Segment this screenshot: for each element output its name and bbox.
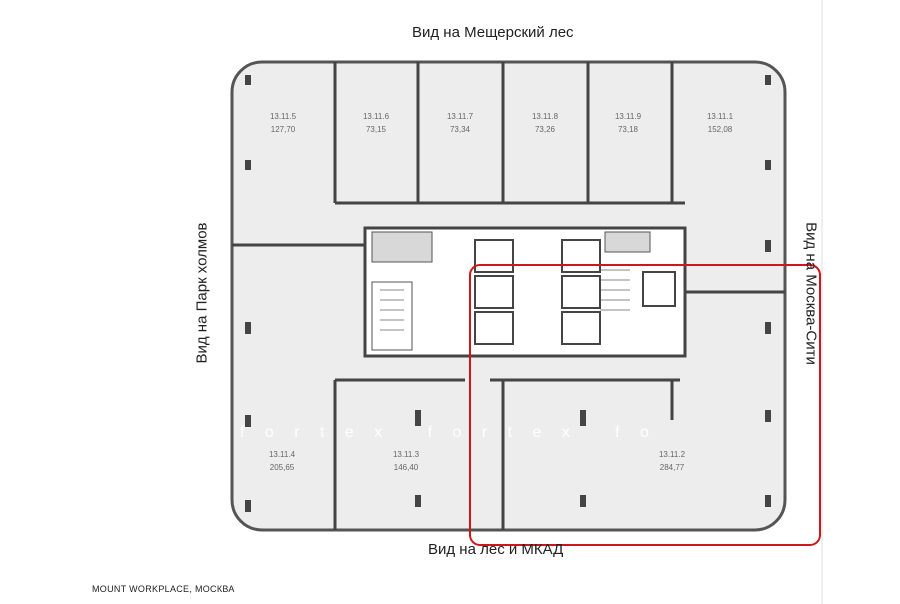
view-label-bottom: Вид на лес и МКАД	[428, 541, 564, 558]
view-label-right: Вид на Москва-Сити	[802, 222, 820, 365]
highlight-selection	[469, 264, 821, 546]
core	[363, 226, 687, 358]
view-label-top: Вид на Мещерский лес	[412, 24, 574, 41]
partition-walls	[232, 62, 785, 530]
view-label-left: Вид на Парк холмов	[193, 222, 211, 364]
columns	[245, 75, 771, 512]
watermark: f o r t e x f o r t e x f o	[240, 424, 657, 441]
footer-caption: MOUNT WORKPLACE, МОСКВА	[92, 584, 235, 594]
